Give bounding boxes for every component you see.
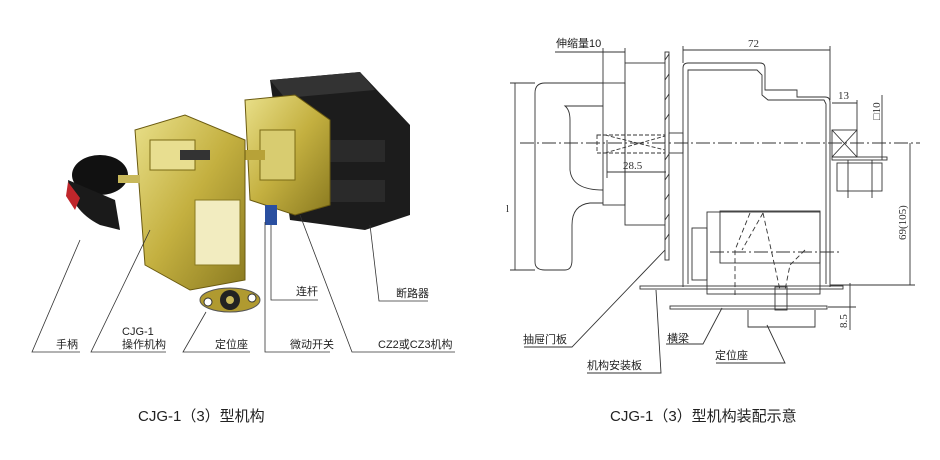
cjg-mechanism (134, 114, 246, 291)
svg-text:72: 72 (748, 38, 759, 50)
positioning-seat (199, 287, 261, 313)
label-positioning-seat: 定位座 (215, 339, 248, 351)
svg-text:□10: □10 (871, 102, 883, 120)
label-beam: 横梁 (667, 333, 689, 345)
dimension-texts: 72 13 28.5 l □10 69(105) 8.5 (506, 38, 909, 328)
svg-text:8.5: 8.5 (838, 314, 850, 328)
label-stretch: 伸缩量10 (556, 38, 602, 50)
label-link-rod: 连杆 (296, 286, 318, 298)
handle-knob (66, 155, 140, 230)
svg-text:13: 13 (838, 90, 850, 102)
assembly-drawing (510, 46, 920, 374)
svg-text:l: l (506, 203, 509, 215)
label-mechanism: 操作机构 (122, 339, 166, 351)
label-micro-switch: 微动开关 (290, 339, 334, 351)
svg-text:69(105): 69(105) (897, 205, 909, 240)
label-handle: 手柄 (56, 339, 78, 351)
label-drawer-door: 抽屉门板 (523, 334, 567, 346)
label-mount-plate: 机构安装板 (587, 360, 642, 372)
leader-lines-left (31, 214, 455, 353)
right-caption: CJG-1（3）型机构装配示意 (610, 408, 797, 425)
label-positioning-seat-right: 定位座 (715, 350, 748, 362)
micro-switch (265, 205, 277, 225)
label-mechanism-model: CJG-1 (122, 326, 154, 338)
label-breaker: 断路器 (396, 288, 429, 300)
left-caption: CJG-1（3）型机构 (138, 408, 265, 425)
label-cz-mechanism: CZ2或CZ3机构 (378, 339, 453, 351)
svg-text:28.5: 28.5 (623, 160, 643, 172)
